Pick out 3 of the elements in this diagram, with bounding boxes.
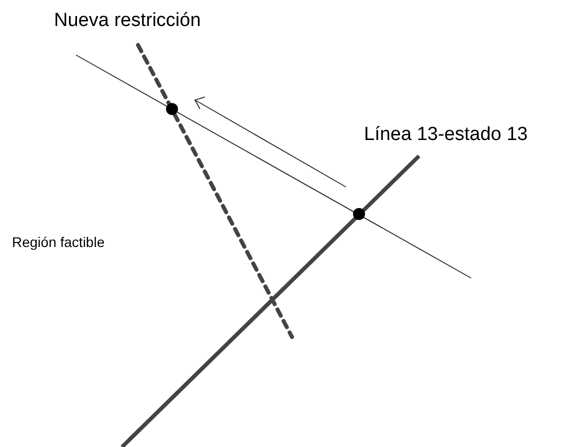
text-label: Nueva restricción xyxy=(54,10,201,32)
text-label: Línea 13-estado 13 xyxy=(364,124,528,146)
text-label: Región factible xyxy=(12,234,105,250)
